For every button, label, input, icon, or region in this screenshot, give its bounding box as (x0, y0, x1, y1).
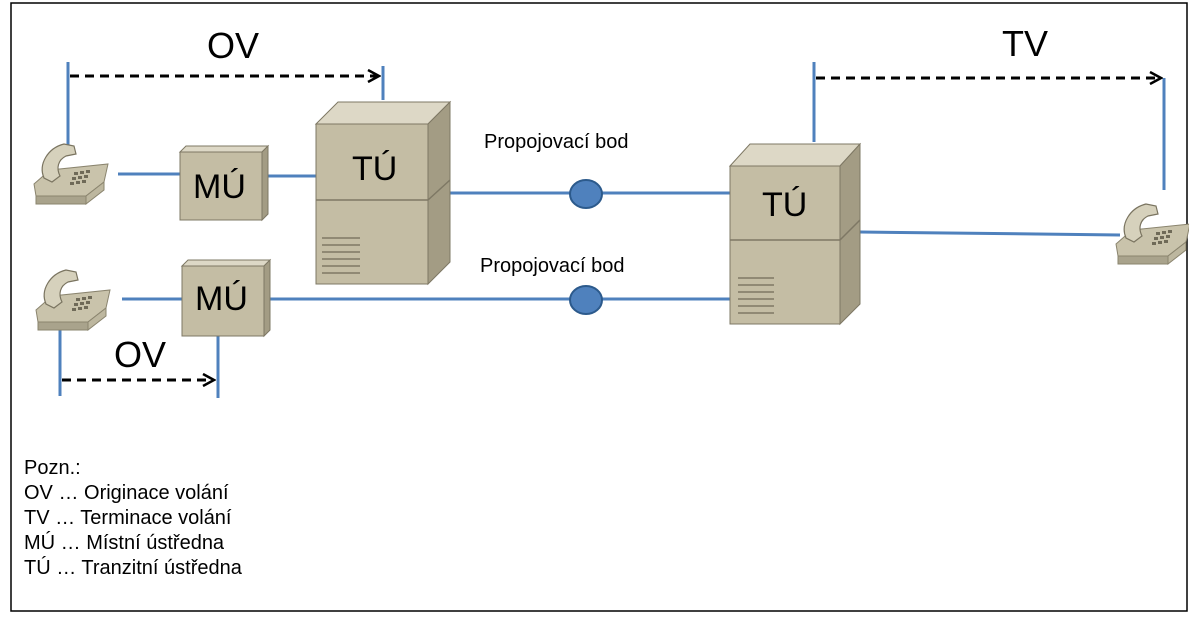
tv-label: TV (1002, 23, 1049, 64)
telephone-bottom-left-icon (35, 269, 111, 331)
interconnection-label-bottom: Propojovací bod (480, 255, 625, 277)
tu-right-box (728, 142, 862, 326)
interconnection-point-bottom (569, 285, 603, 315)
interconnection-label-top: Propojovací bod (484, 131, 629, 153)
legend: Pozn.: OV … Originace volání TV … Termin… (24, 456, 242, 581)
mu-bottom-label: MÚ (195, 280, 248, 318)
legend-item-tv: TV … Terminace volání (24, 507, 232, 529)
legend-item-mu: MÚ … Místní ústředna (24, 532, 225, 554)
telephone-top-left-icon (33, 143, 109, 205)
legend-item-ov: OV … Originace volání (24, 482, 229, 504)
mu-bottom-box (180, 258, 272, 338)
ov-bottom-label: OV (114, 334, 167, 375)
diagram-frame (10, 2, 1188, 612)
mu-top-label: MÚ (193, 168, 246, 206)
tu-left-label: TÚ (352, 150, 398, 188)
mu-top-box (178, 144, 270, 222)
ov-top-label: OV (207, 25, 260, 66)
tu-right-label: TÚ (762, 186, 808, 224)
interconnection-point-top (569, 179, 603, 209)
telephone-right-icon (1115, 203, 1189, 265)
legend-item-tu: TÚ … Tranzitní ústředna (24, 557, 242, 579)
connection-lines (58, 62, 1166, 398)
tu2-phone3-link (859, 230, 1121, 237)
tu-left-box (314, 100, 452, 286)
legend-title: Pozn.: (24, 457, 81, 479)
